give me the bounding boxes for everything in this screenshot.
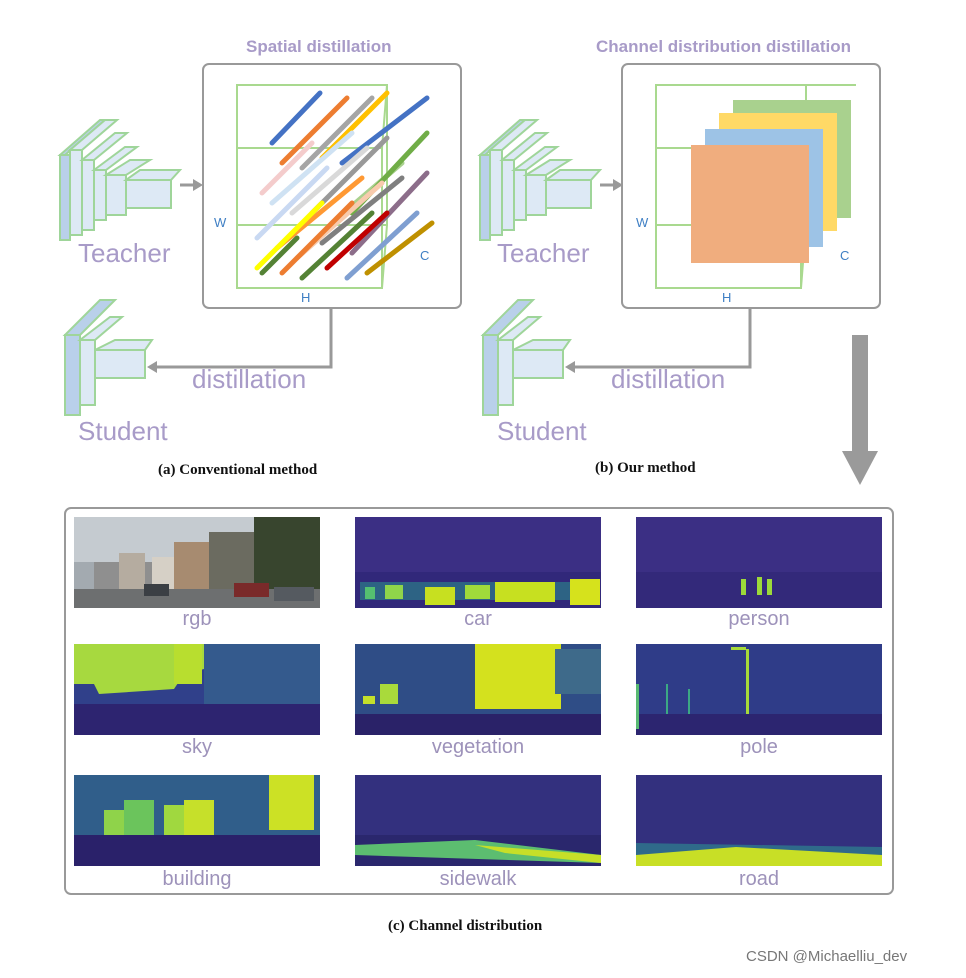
- teacher-network-icon: [57, 119, 203, 241]
- teacher-label-b: Teacher: [497, 238, 590, 268]
- panel-label-vegetation: vegetation: [431, 736, 525, 758]
- distillation-arrow-b: [565, 307, 752, 373]
- vegetation-heatmap: [355, 644, 601, 735]
- panel-label-building: building: [162, 868, 232, 890]
- axis-c-label: C: [420, 248, 430, 263]
- panel-label-sky: sky: [182, 736, 212, 758]
- axis-c-label-b: C: [840, 248, 850, 263]
- caption-b: (b) Our method: [595, 460, 696, 476]
- car-heatmap: [355, 517, 601, 608]
- spatial-feature-cube: [236, 84, 435, 289]
- axis-w-label: W: [214, 215, 227, 230]
- building-heatmap: [74, 775, 320, 866]
- student-label-b: Student: [497, 416, 587, 446]
- channel-distribution-distillation-title: Channel distribution distillation: [596, 37, 851, 56]
- channel-slice-orange: [691, 145, 809, 263]
- axis-w-label-b: W: [636, 215, 649, 230]
- axis-h-label-b: H: [722, 290, 732, 305]
- panel-label-person: person: [728, 608, 790, 630]
- panel-label-car: car: [464, 608, 492, 630]
- distillation-label-b: distillation: [611, 364, 726, 394]
- sidewalk-heatmap: [355, 775, 601, 866]
- student-label: Student: [78, 416, 168, 446]
- panel-label-pole: pole: [740, 736, 778, 758]
- down-arrow-icon: [842, 335, 878, 485]
- road-heatmap: [636, 775, 882, 866]
- rgb-image: [74, 517, 320, 608]
- caption-c: (c) Channel distribution: [388, 918, 543, 934]
- teacher-network-icon-b: [477, 119, 623, 241]
- spatial-distillation-title: Spatial distillation: [246, 37, 392, 56]
- panel-label-rgb: rgb: [182, 608, 212, 630]
- student-network-icon-b: [480, 299, 572, 416]
- caption-a: (a) Conventional method: [158, 462, 318, 478]
- person-heatmap: [636, 517, 882, 608]
- channel-feature-cube: [655, 84, 856, 289]
- pole-heatmap: [636, 644, 882, 735]
- panel-label-road: road: [738, 868, 780, 890]
- panel-label-sidewalk: sidewalk: [439, 868, 517, 890]
- watermark: CSDN @Michaelliu_dev: [746, 948, 908, 965]
- axis-h-label: H: [301, 290, 311, 305]
- teacher-label: Teacher: [78, 238, 171, 268]
- sky-heatmap: [74, 644, 320, 735]
- distillation-label: distillation: [192, 364, 307, 394]
- distillation-arrow: [147, 307, 333, 373]
- channel-distribution-box: [64, 507, 894, 895]
- student-network-icon: [62, 299, 154, 416]
